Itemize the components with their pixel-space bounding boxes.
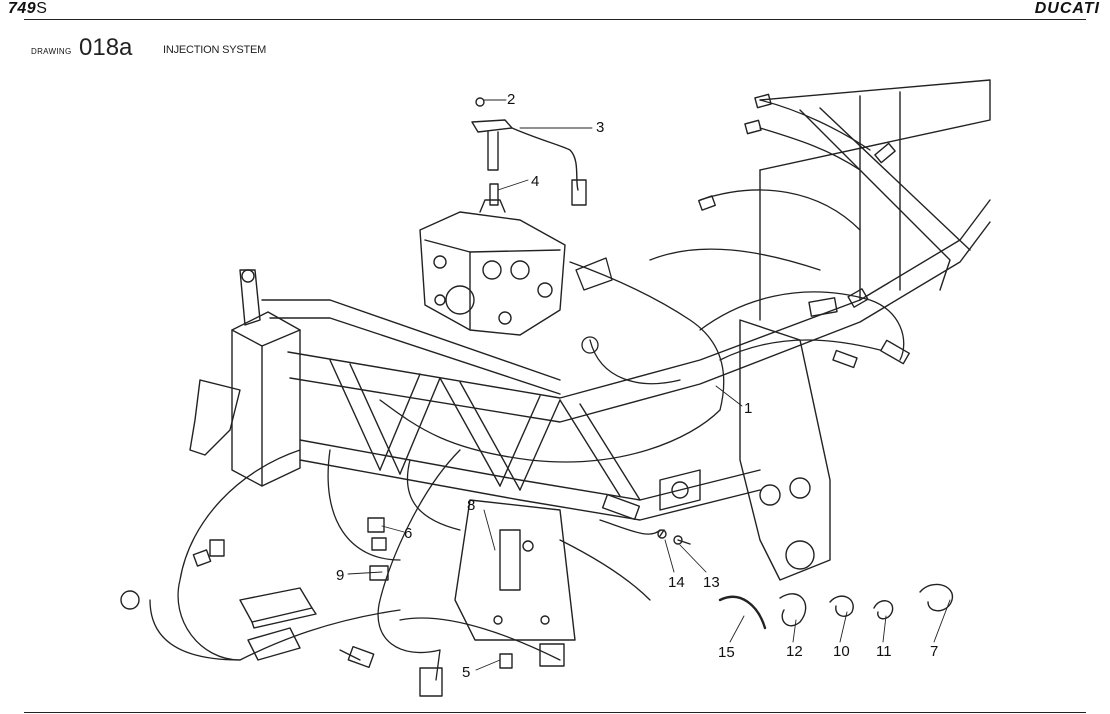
fuse-box: [239, 587, 317, 661]
callout-13: 13: [703, 574, 720, 591]
callout-14: 14: [668, 574, 685, 591]
model-suffix: S: [36, 0, 48, 17]
wiring-harness: [149, 99, 905, 681]
ecu-bracket: [454, 499, 576, 641]
callout-2: 2: [507, 91, 515, 108]
callouts: 2 3 4 1 6 8 9 5 14 13 15 12 10 11 7: [336, 91, 938, 681]
footer-rule: [24, 712, 1086, 713]
relays: [367, 517, 389, 581]
brand-logo: DUCATI: [1034, 0, 1100, 17]
callout-7: 7: [930, 643, 938, 660]
callout-8: 8: [467, 497, 475, 514]
callout-3: 3: [596, 119, 604, 136]
model-name: 749S: [8, 0, 48, 17]
callout-12: 12: [786, 643, 803, 660]
callout-5: 5: [462, 664, 470, 681]
header-rule: [24, 19, 1086, 20]
callout-15: 15: [718, 644, 735, 661]
callout-10: 10: [833, 643, 850, 660]
cylinder-head: [419, 199, 566, 336]
drawing-label: DRAWING: [31, 47, 72, 56]
callout-4: 4: [531, 173, 539, 190]
connectors: [120, 93, 910, 697]
callout-9: 9: [336, 567, 344, 584]
leader-lines: [347, 99, 951, 671]
clamps: [657, 529, 953, 630]
frame: [189, 79, 991, 581]
sensor-assembly: [471, 97, 587, 206]
callout-11: 11: [876, 643, 892, 660]
drawing-title: INJECTION SYSTEM: [163, 44, 267, 56]
callout-1: 1: [744, 400, 752, 417]
callout-6: 6: [404, 525, 412, 542]
drawing-number: 018a: [79, 34, 133, 61]
